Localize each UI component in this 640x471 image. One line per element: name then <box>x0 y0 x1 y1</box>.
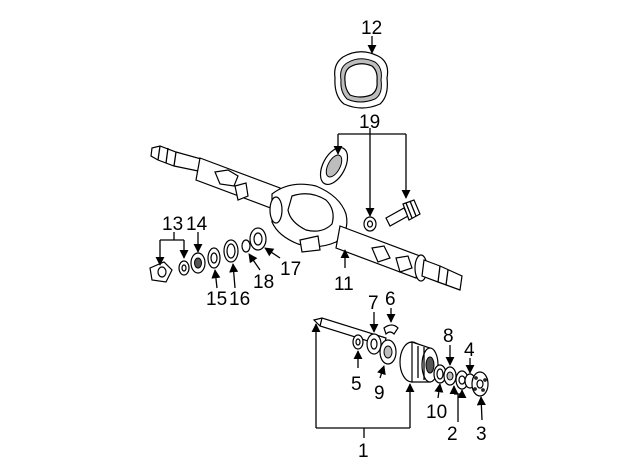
collapsible-spacer <box>241 239 251 253</box>
axle-shaft-assembly <box>312 317 489 397</box>
race-part2 <box>455 370 469 390</box>
flange-part3 <box>471 371 489 397</box>
pinion-bearing-outer <box>207 247 221 269</box>
callout-9: 9 <box>374 383 385 404</box>
pinion-nut <box>178 260 190 276</box>
callout-19: 19 <box>359 112 380 133</box>
bearing-part9 <box>379 339 397 365</box>
callout-17: 17 <box>280 259 301 280</box>
left-small-parts <box>149 227 267 283</box>
bearing-part8 <box>443 366 457 386</box>
pinion-seal <box>190 252 206 274</box>
leader-lines <box>155 36 486 438</box>
callout-8: 8 <box>443 326 454 347</box>
pinion-shim <box>363 216 377 232</box>
callout-4: 4 <box>464 340 475 361</box>
clip-part6 <box>383 324 399 336</box>
callout-11: 11 <box>334 274 354 295</box>
callout-13: 13 <box>162 214 183 235</box>
pinion-bearing-race <box>249 227 267 251</box>
callout-15: 15 <box>206 289 227 310</box>
callout-14: 14 <box>186 214 208 235</box>
callout-3: 3 <box>476 424 487 445</box>
callout-1: 1 <box>358 441 369 462</box>
yoke-flange <box>149 261 173 283</box>
bearing-race-outer <box>223 239 239 263</box>
ring-gear <box>319 147 349 185</box>
pinion-gear <box>385 199 421 227</box>
drum-hub <box>399 341 439 383</box>
callout-7: 7 <box>368 293 379 314</box>
axle-housing <box>150 145 463 291</box>
cover-gasket <box>334 51 389 109</box>
callout-10: 10 <box>426 402 447 423</box>
callout-12: 12 <box>361 18 382 39</box>
callout-labels: 12 19 13 14 15 16 18 17 11 7 6 5 9 8 4 1… <box>162 18 487 462</box>
washer-part7 <box>366 333 382 355</box>
seal-part10 <box>433 364 447 384</box>
callout-5: 5 <box>351 374 362 395</box>
callout-2: 2 <box>447 424 458 445</box>
ring-gear-set <box>319 147 421 232</box>
callout-6: 6 <box>385 289 396 310</box>
callout-16: 16 <box>229 289 250 310</box>
axle-seal-part5 <box>352 334 364 350</box>
callout-18: 18 <box>253 272 274 293</box>
